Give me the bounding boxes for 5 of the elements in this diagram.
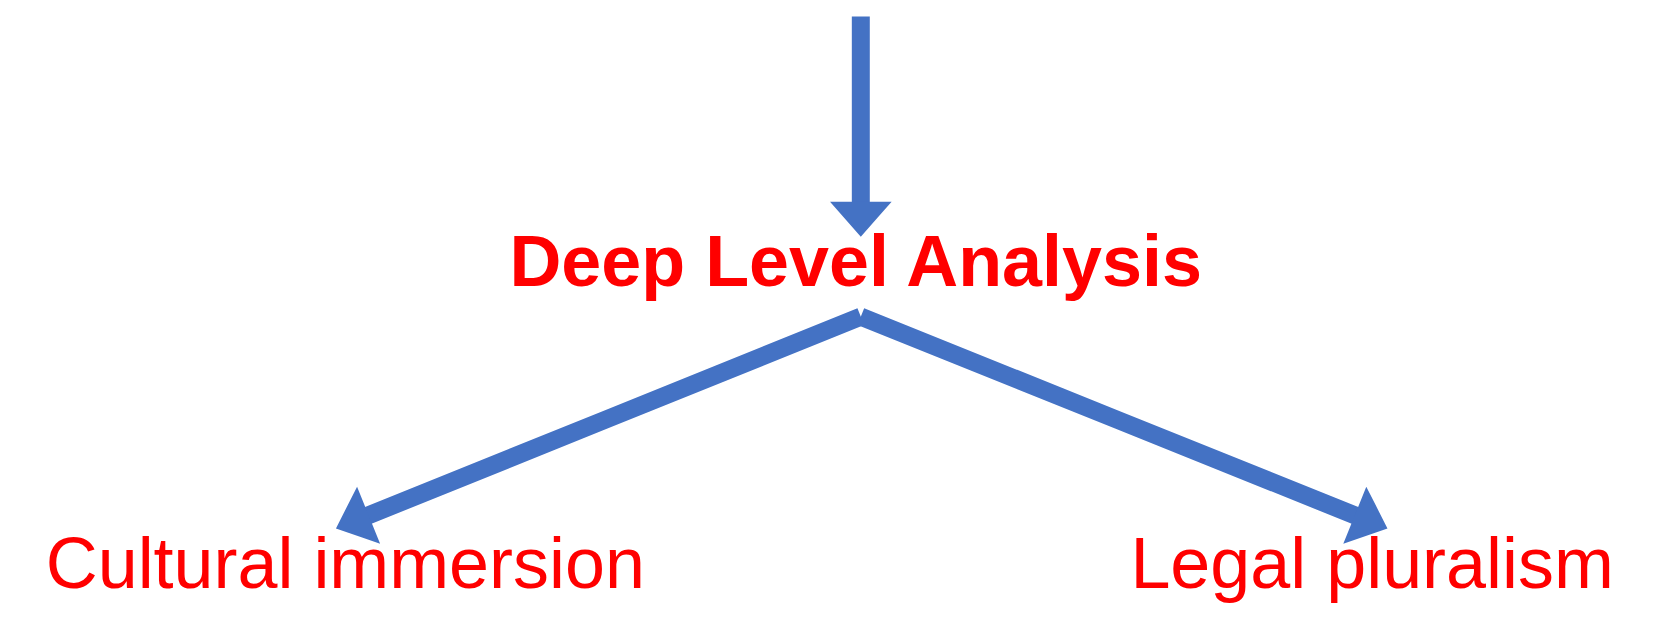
node-text: Legal pluralism (1130, 523, 1614, 604)
arrow (857, 308, 1388, 544)
node-text: Cultural immersion (45, 523, 645, 604)
node-text: Deep Level Analysis (509, 221, 1202, 302)
arrow (830, 16, 892, 237)
